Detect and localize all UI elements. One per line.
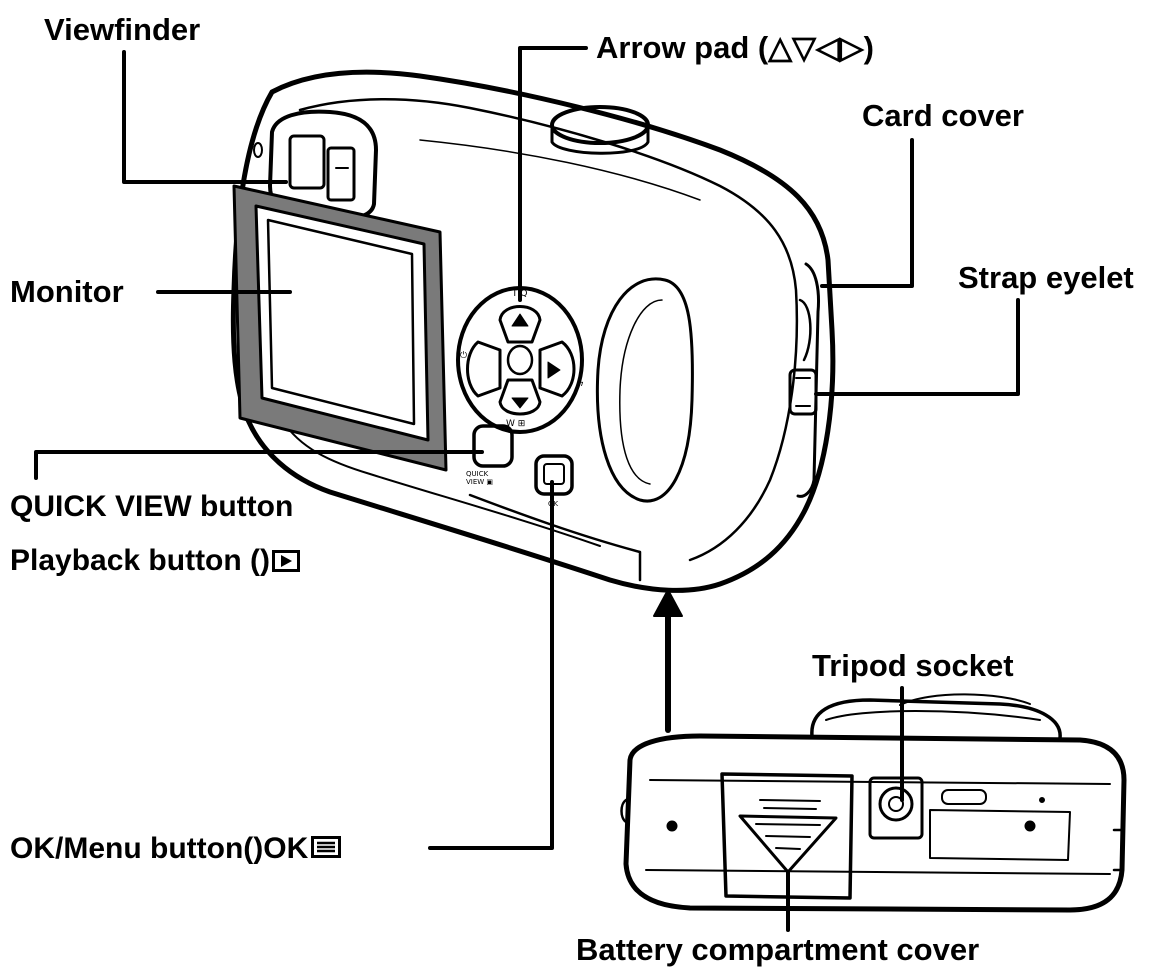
leader-arrow-pad xyxy=(518,46,588,302)
view-arrow xyxy=(653,589,683,733)
shutter-button xyxy=(550,105,650,155)
label-card-cover: Card cover xyxy=(862,98,1024,133)
leader-card-cover xyxy=(820,138,914,288)
label-playback: Playback button () xyxy=(10,544,301,578)
label-playback-text: Playback button ( xyxy=(10,544,261,577)
label-quick-view: QUICK VIEW button xyxy=(10,490,294,523)
label-monitor: Monitor xyxy=(10,274,124,309)
leader-viewfinder xyxy=(122,50,288,184)
label-tripod-socket: Tripod socket xyxy=(812,648,1014,683)
quick-view-button-shape: QUICK VIEW ▣ xyxy=(466,424,514,486)
menu-icon xyxy=(311,834,342,864)
playback-icon xyxy=(272,548,301,578)
svg-text:QUICK: QUICK xyxy=(466,470,489,478)
leader-lines xyxy=(34,46,1020,932)
label-viewfinder: Viewfinder xyxy=(44,12,201,47)
label-battery-cover: Battery compartment cover xyxy=(576,932,980,967)
svg-text:ϟ: ϟ xyxy=(578,379,584,389)
label-ok-symbol: OK xyxy=(263,832,309,865)
label-ok-menu-text: OK/Menu button( xyxy=(10,832,254,865)
camera-bottom-view xyxy=(620,693,1127,913)
label-ok-menu-tail: ) xyxy=(253,832,264,865)
leader-quick-view xyxy=(34,450,484,480)
monitor-screen xyxy=(232,184,448,472)
label-strap-eyelet: Strap eyelet xyxy=(958,260,1134,295)
label-playback-tail: ) xyxy=(260,544,271,577)
label-ok-menu: OK/Menu button()OK xyxy=(10,832,342,865)
svg-text:W ⊞: W ⊞ xyxy=(506,419,525,429)
leader-strap-eyelet xyxy=(814,298,1020,396)
arrow-pad: T Q ⏻ ϟ W ⊞ xyxy=(456,286,584,434)
svg-text:⏻: ⏻ xyxy=(460,350,467,361)
label-arrow-pad: Arrow pad (△▽◁▷) xyxy=(596,30,874,65)
svg-text:VIEW ▣: VIEW ▣ xyxy=(466,478,493,486)
leader-ok-menu xyxy=(428,480,554,850)
